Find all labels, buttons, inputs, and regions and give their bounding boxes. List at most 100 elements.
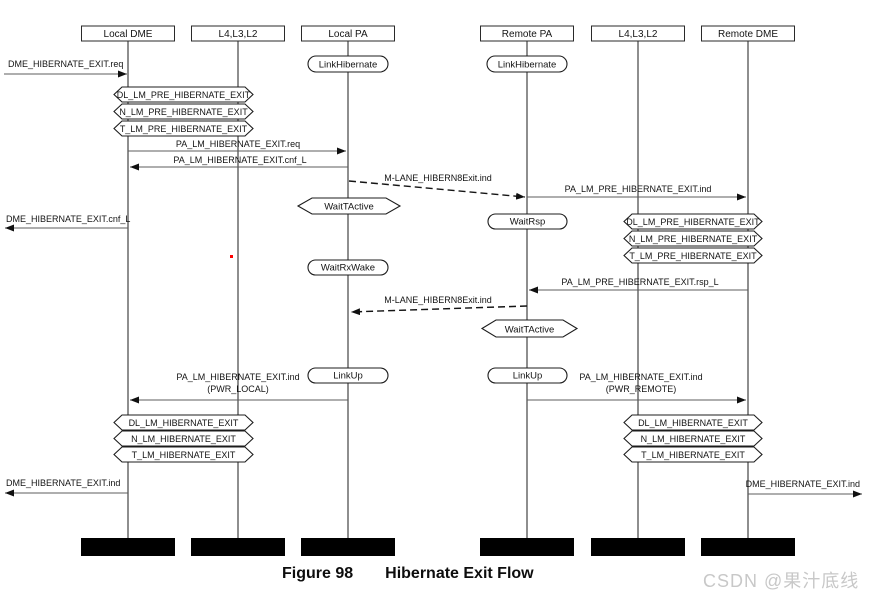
lifeline-header-label: L4,L3,L2 [219,29,258,40]
message-dme-hibernate-exit-ind-local: DME_HIBERNATE_EXIT.ind [5,478,128,497]
message-label: PA_LM_HIBERNATE_EXIT.cnf_L [173,155,306,165]
figure-caption-title: Hibernate Exit Flow [385,565,534,582]
message-label: M-LANE_HIBERN8Exit.ind [384,295,492,305]
signal-hexagon [623,430,763,447]
lifeline-ends-l4l3l2-left: L4,L3,L2 [190,25,286,556]
lifeline-header-label: Local DME [104,29,153,40]
signal-dl-lm-pre-hibernate-exit-remote: DL_LM_PRE_HIBERNATE_EXIT [623,213,763,230]
message-label: DME_HIBERNATE_EXIT.req [8,59,123,69]
signal-t-lm-hibernate-exit-local: T_LM_HIBERNATE_EXIT [113,446,254,463]
state-label: LinkUp [333,371,363,382]
figure-caption-number: Figure 98 [282,565,354,582]
message-label: PA_LM_PRE_HIBERNATE_EXIT.rsp_L [561,277,718,287]
message-label: PA_LM_HIBERNATE_EXIT.ind [176,372,299,382]
message-label: (PWR_LOCAL) [207,384,269,394]
lifeline-ends-local-pa: Local PA [300,25,396,556]
state-linkup-local: LinkUp [307,367,389,384]
lifeline-header-box [300,25,396,42]
lifeline-header-label: Local PA [328,29,368,40]
state-hexagon [296,197,402,215]
message-label: PA_LM_HIBERNATE_EXIT.req [176,139,300,149]
message-pa-lm-hibernate-exit-req: PA_LM_HIBERNATE_EXIT.req [128,139,346,155]
signal-n-lm-pre-hibernate-exit-local: N_LM_PRE_HIBERNATE_EXIT [113,103,254,120]
signal-hexagon [113,414,254,431]
message-dme-hibernate-exit-req: DME_HIBERNATE_EXIT.req [4,59,127,78]
termination-bar [301,538,395,556]
message-label: PA_LM_PRE_HIBERNATE_EXIT.ind [565,184,712,194]
state-label: LinkHibernate [319,60,378,71]
signal-label: N_LM_HIBERNATE_EXIT [641,434,746,444]
lifeline-ends-l4l3l2-right: L4,L3,L2 [590,25,686,556]
state-stadium [307,367,389,384]
message-pa-lm-hibernate-exit-ind-local: PA_LM_HIBERNATE_EXIT.ind (PWR_LOCAL) [130,372,348,404]
message-label: DME_HIBERNATE_EXIT.cnf_L [6,214,130,224]
message-dme-hibernate-exit-ind-remote: DME_HIBERNATE_EXIT.ind [746,479,862,498]
signal-label: DL_LM_HIBERNATE_EXIT [129,418,239,428]
lifeline-header-box [80,25,176,42]
signal-hexagon [113,86,254,103]
signal-hexagon [113,430,254,447]
signal-label: N_LM_HIBERNATE_EXIT [131,434,236,444]
lifeline-header-label: L4,L3,L2 [619,29,658,40]
signal-n-lm-hibernate-exit-local: N_LM_HIBERNATE_EXIT [113,430,254,447]
signal-label: N_LM_PRE_HIBERNATE_EXIT [629,234,758,244]
termination-bar [81,538,175,556]
lifeline-ends-remote-dme: Remote DME [700,25,796,556]
message-label: PA_LM_HIBERNATE_EXIT.ind [579,372,702,382]
signal-dl-lm-hibernate-exit-remote: DL_LM_HIBERNATE_EXIT [623,414,763,431]
signal-hexagon [623,213,763,230]
signal-n-lm-hibernate-exit-remote: N_LM_HIBERNATE_EXIT [623,430,763,447]
lifeline-header-label: Remote DME [718,29,778,40]
state-linkhibernate-remote: LinkHibernate [486,55,568,73]
signal-t-lm-pre-hibernate-exit-remote: T_LM_PRE_HIBERNATE_EXIT [623,247,763,264]
message-m-lane-hibern8exit-ind-to-local: M-LANE_HIBERN8Exit.ind [350,295,528,316]
state-waittactive-local: WaitTActive [296,197,402,215]
state-label: WaitTActive [324,202,374,213]
state-stadium [487,367,568,384]
message-dme-hibernate-exit-cnf-l: DME_HIBERNATE_EXIT.cnf_L [5,214,130,232]
termination-bar [191,538,285,556]
message-pa-lm-hibernate-exit-cnf-l: PA_LM_HIBERNATE_EXIT.cnf_L [130,155,348,171]
termination-bar [701,538,795,556]
signal-n-lm-pre-hibernate-exit-remote: N_LM_PRE_HIBERNATE_EXIT [623,230,763,247]
lifeline-header-label: Remote PA [502,29,553,40]
message-m-lane-hibern8exit-ind-to-remote: M-LANE_HIBERN8Exit.ind [348,173,526,200]
figure-caption: Figure 98 Hibernate Exit Flow [282,565,534,583]
state-stadium [307,259,389,276]
message-pa-lm-pre-hibernate-exit-rsp-l: PA_LM_PRE_HIBERNATE_EXIT.rsp_L [529,277,748,294]
message-label: DME_HIBERNATE_EXIT.ind [6,478,120,488]
message-pa-lm-pre-hibernate-exit-ind: PA_LM_PRE_HIBERNATE_EXIT.ind [527,184,746,201]
state-waitrxwake-local: WaitRxWake [307,259,389,276]
signal-hexagon [113,446,254,463]
dashed-arrow-line [350,305,528,316]
signal-dl-lm-hibernate-exit-local: DL_LM_HIBERNATE_EXIT [113,414,254,431]
dashed-arrow-line [348,180,526,200]
signal-hexagon [623,414,763,431]
signal-hexagon [623,247,763,264]
message-label: M-LANE_HIBERN8Exit.ind [384,173,492,183]
state-hexagon [480,319,579,338]
message-pa-lm-hibernate-exit-ind-remote: PA_LM_HIBERNATE_EXIT.ind(PWR_REMOTE) [527,372,746,404]
signal-label: N_LM_PRE_HIBERNATE_EXIT [119,107,248,117]
lifeline-ends-remote-pa: Remote PA [479,25,575,556]
signal-label: DL_LM_HIBERNATE_EXIT [638,418,748,428]
state-label: WaitRxWake [321,263,375,274]
signal-label: T_LM_HIBERNATE_EXIT [132,450,236,460]
state-waittactive-remote: WaitTActive [480,319,579,338]
signal-label: T_LM_HIBERNATE_EXIT [641,450,745,460]
termination-bar [591,538,685,556]
signal-t-lm-pre-hibernate-exit-local: T_LM_PRE_HIBERNATE_EXIT [113,120,254,137]
signal-hexagon [113,120,254,137]
state-label: WaitRsp [510,217,546,228]
lifeline-header-box [590,25,686,42]
state-label: WaitTActive [505,325,555,336]
lifeline-ends-local-dme: Local DME [80,25,176,556]
signal-hexagon [623,230,763,247]
lifeline-header-box [190,25,286,42]
lifeline-header-box [700,25,796,42]
signal-label: DL_LM_PRE_HIBERNATE_EXIT [117,90,251,100]
state-stadium [307,55,389,73]
state-stadium [486,55,568,73]
